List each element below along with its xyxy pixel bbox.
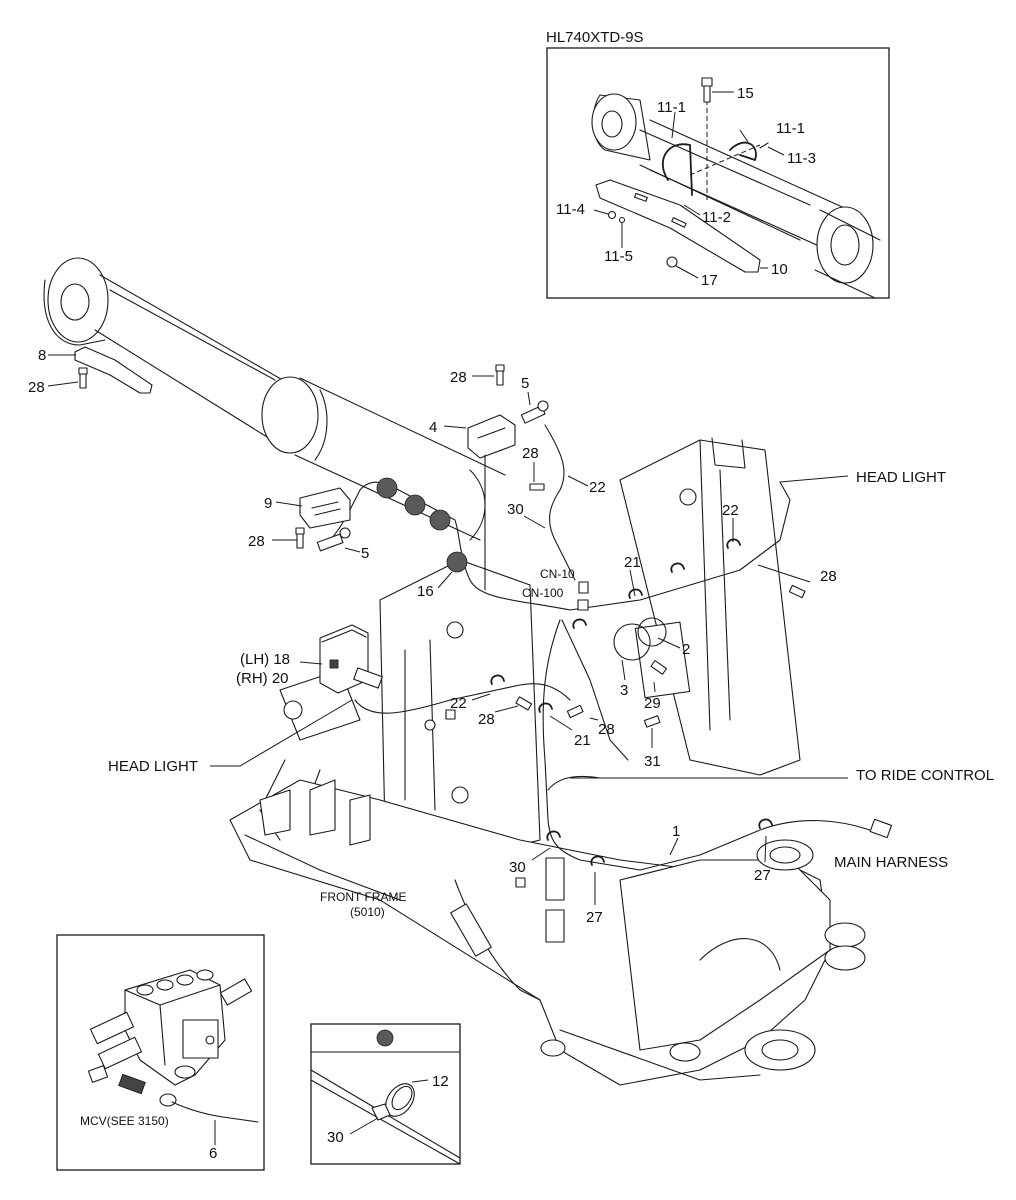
pressure-switch-6 xyxy=(87,1065,259,1123)
harness-clamp-marks xyxy=(376,477,468,573)
boom-cylinder xyxy=(43,257,506,541)
connector-label-cn-100: CN-100 xyxy=(522,586,564,600)
callout-11-2: 11-2 xyxy=(702,209,731,226)
callout-leaders xyxy=(210,375,849,905)
callout-12: 12 xyxy=(432,1073,449,1090)
inset-boom-cylinder xyxy=(591,93,881,299)
harness-wires xyxy=(329,424,871,1001)
callout-11-1: 11-1 xyxy=(657,99,686,116)
clamp-mark xyxy=(429,509,451,531)
callout-5: 5 xyxy=(521,375,529,392)
callout-28: 28 xyxy=(522,445,539,462)
connector-5-top xyxy=(520,400,549,424)
callout-28: 28 xyxy=(28,379,45,396)
callout-11-4: 11-4 xyxy=(556,201,585,218)
head-light-unit xyxy=(319,624,383,694)
callout-21: 21 xyxy=(574,732,591,749)
callout-2: 2 xyxy=(682,641,690,658)
mcv-inset-frame xyxy=(56,934,265,1171)
bolt-15 xyxy=(701,77,713,103)
clamp-mark xyxy=(404,494,426,516)
callout-11-5: 11-5 xyxy=(604,248,633,265)
mcv-label: MCV(SEE 3150) xyxy=(80,1114,169,1128)
front-frame-label: FRONT FRAME xyxy=(320,890,406,904)
callout-4: 4 xyxy=(429,419,437,436)
bracket-9 xyxy=(299,487,351,529)
callout-30: 30 xyxy=(327,1129,344,1146)
inset-frame xyxy=(546,47,890,299)
bracket-10 xyxy=(595,179,761,273)
callout-20: (RH) 20 xyxy=(236,670,289,687)
callout-22: 22 xyxy=(722,502,739,519)
callout-3: 3 xyxy=(620,682,628,699)
callout-28: 28 xyxy=(478,711,495,728)
callout-5: 5 xyxy=(361,545,369,562)
callout-labels: 28 5 4 28 22 30 9 28 5 22 28 21 CN-10 CN… xyxy=(108,369,994,926)
head-light-top-label: HEAD LIGHT xyxy=(856,469,946,486)
callout-28: 28 xyxy=(598,721,615,738)
nut-11-5 xyxy=(618,216,626,224)
callout-30: 30 xyxy=(507,501,524,518)
connector-cn-10 xyxy=(578,581,589,594)
bracket-8 xyxy=(74,346,153,394)
clamp-11-1a xyxy=(662,143,693,196)
to-ride-control-label: TO RIDE CONTROL xyxy=(856,767,994,784)
inset-mcv: MCV(SEE 3150) 6 xyxy=(56,934,265,1171)
callout-22: 22 xyxy=(589,479,606,496)
head-light-left-label: HEAD LIGHT xyxy=(108,758,198,775)
callout-29: 29 xyxy=(644,695,661,712)
inset-hl740xtd-9s: HL740XTD-9S xyxy=(546,29,890,299)
callout-15: 15 xyxy=(737,85,754,102)
bolt-11-3 xyxy=(759,142,769,149)
clamp-11-1b xyxy=(729,141,757,161)
callout-28: 28 xyxy=(248,533,265,550)
front-frame-code: (5010) xyxy=(350,905,385,919)
connector-cn-100 xyxy=(577,599,589,611)
callout-16: 16 xyxy=(417,583,434,600)
connector-label-cn-10: CN-10 xyxy=(540,567,575,581)
callout-27: 27 xyxy=(586,909,603,926)
callout-10: 10 xyxy=(771,261,788,278)
main-harness-connector xyxy=(869,818,893,839)
inset-model-label: HL740XTD-9S xyxy=(546,29,644,46)
callout-8: 8 xyxy=(38,347,46,364)
bolt-28 xyxy=(78,367,88,389)
callout-11-1: 11-1 xyxy=(776,120,805,137)
clamp-inset-frame xyxy=(310,1023,461,1165)
clamp-mark-legend xyxy=(376,1029,394,1047)
bolts-28 xyxy=(295,364,806,728)
callout-27: 27 xyxy=(754,867,771,884)
washer-11-4 xyxy=(607,210,617,220)
callout-9: 9 xyxy=(264,495,272,512)
clamp-mark xyxy=(446,551,468,573)
callout-30: 30 xyxy=(509,859,526,876)
callout-22: 22 xyxy=(450,695,467,712)
callout-1: 1 xyxy=(672,823,680,840)
callout-21: 21 xyxy=(624,554,641,571)
callout-11-3: 11-3 xyxy=(787,150,816,167)
callout-31: 31 xyxy=(644,753,661,770)
connector-5-left xyxy=(316,527,351,552)
callout-6: 6 xyxy=(209,1145,217,1162)
front-frame xyxy=(229,437,866,1086)
callout-17: 17 xyxy=(701,272,718,289)
cable-tie-12 xyxy=(371,1083,415,1121)
nut-17 xyxy=(666,256,678,268)
inset-clamp-detail: 12 30 xyxy=(310,1023,461,1165)
main-harness-label: MAIN HARNESS xyxy=(834,854,948,871)
callout-18: (LH) 18 xyxy=(240,651,290,668)
callout-28: 28 xyxy=(820,568,837,585)
clamp-mark xyxy=(376,477,398,499)
bracket-4 xyxy=(467,414,516,591)
callout-28: 28 xyxy=(450,369,467,386)
mcv-valve xyxy=(89,969,253,1086)
